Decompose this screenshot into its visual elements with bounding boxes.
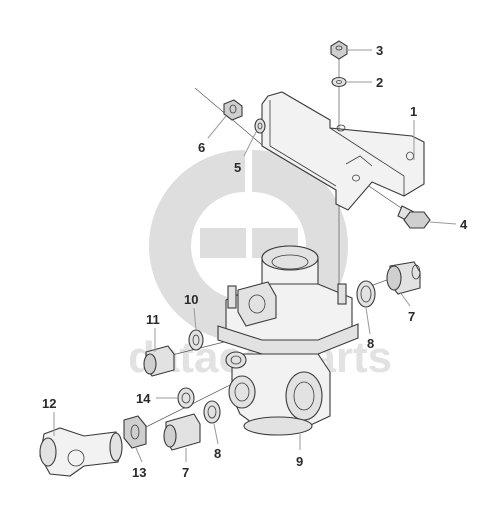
part-13-nut (123, 415, 147, 449)
part-3-nut (330, 40, 348, 60)
callout-6: 6 (198, 140, 205, 155)
callout-8-right: 8 (367, 336, 374, 351)
part-6-nut (223, 99, 243, 121)
part-7-fitting-right (386, 261, 421, 295)
part-1-bracket (261, 91, 425, 211)
callout-11: 11 (146, 312, 160, 327)
callout-14: 14 (136, 391, 151, 406)
callout-8-lower: 8 (214, 446, 221, 461)
part-8-seal-right (356, 280, 376, 308)
part-7-fitting-lower (163, 413, 201, 451)
part-4-bolt (397, 205, 431, 229)
callout-7-right: 7 (408, 309, 415, 324)
callout-4: 4 (460, 217, 468, 232)
callout-7-lower: 7 (182, 465, 189, 480)
part-9-valve-body (217, 245, 359, 436)
part-8-seal-lower (203, 400, 221, 424)
part-14-seal (177, 387, 195, 409)
part-5-washer (254, 118, 266, 134)
callout-1: 1 (410, 104, 417, 119)
callout-5: 5 (234, 160, 241, 175)
callout-12: 12 (42, 396, 56, 411)
callout-labels: 1 2 3 4 5 6 7 7 8 8 9 10 11 12 13 14 (42, 43, 468, 480)
part-2-lock-washer (331, 76, 347, 88)
callout-3: 3 (376, 43, 383, 58)
callout-13: 13 (132, 465, 146, 480)
callout-2: 2 (376, 75, 383, 90)
part-11-fitting (143, 345, 175, 377)
part-10-seal (188, 329, 204, 351)
callout-9: 9 (296, 454, 303, 469)
callout-leaders (53, 49, 457, 463)
part-12-elbow-connector (39, 427, 123, 477)
callout-10: 10 (184, 292, 198, 307)
